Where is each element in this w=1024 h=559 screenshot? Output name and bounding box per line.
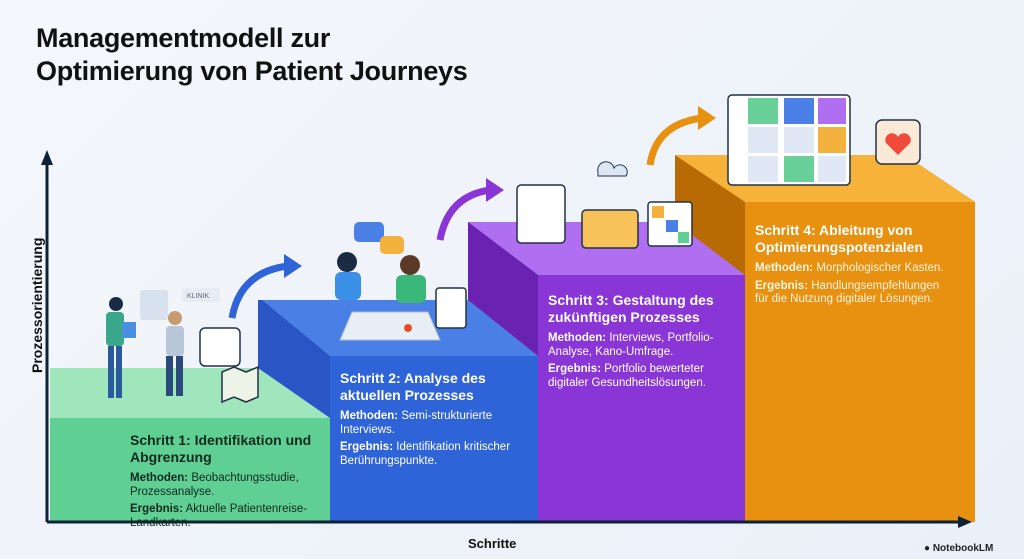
folder-icon	[581, 209, 639, 249]
arrow-step2-to-3	[436, 186, 491, 241]
step-methods: Methoden: Beobachtungsstudie, Prozessana…	[130, 472, 299, 498]
step-title: Schritt 2: Analyse des aktuellen Prozess…	[340, 370, 486, 403]
arrow-step3-to-4	[646, 114, 703, 166]
step-2-card: Schritt 2: Analyse des aktuellen Prozess…	[340, 370, 525, 472]
flowchart-icon	[199, 327, 241, 367]
step-title: Schritt 1: Identifikation und Abgrenzung	[130, 432, 312, 465]
step-result: Ergebnis: Handlungsempfehlungen für die …	[755, 279, 940, 306]
y-axis-label: Prozessorientierung	[29, 237, 45, 373]
step-title: Schritt 4: Ableitung von Optimierungspot…	[755, 222, 924, 255]
page-title: Managementmodell zur Optimierung von Pat…	[36, 22, 468, 88]
step-result: Ergebnis: Portfolio bewerteter digitaler…	[548, 363, 706, 389]
notebooklm-brand: ● NotebookLM	[924, 543, 994, 554]
arrow-step1-to-2	[228, 262, 289, 319]
step4-front-face	[745, 202, 975, 522]
y-axis-arrow	[41, 150, 53, 165]
digital-planning-illustration	[516, 161, 693, 249]
brand-label: NotebookLM	[932, 543, 994, 554]
clinic-sign: KLINIK	[187, 293, 210, 300]
checklist-icon	[516, 184, 566, 244]
map-icon	[221, 365, 259, 404]
step-title: Schritt 3: Gestaltung des zukünftigen Pr…	[548, 292, 714, 325]
title-line-2: Optimierung von Patient Journeys	[36, 56, 468, 86]
step-methods: Methoden: Interviews, Portfolio-Analyse,…	[548, 332, 714, 358]
morphological-box-illustration	[727, 94, 921, 186]
step-3-card: Schritt 3: Gestaltung des zukünftigen Pr…	[548, 292, 733, 394]
title-line-1: Managementmodell zur	[36, 23, 331, 53]
step3-front-face	[538, 275, 745, 522]
step-1-card: Schritt 1: Identifikation und Abgrenzung…	[130, 432, 320, 534]
x-axis-label: Schritte	[468, 536, 517, 551]
step2-front-face	[330, 356, 538, 522]
x-axis-arrow	[958, 516, 972, 528]
step-result: Ergebnis: Identifikation kritischer Berü…	[340, 441, 511, 467]
interview-illustration	[335, 222, 467, 341]
step-methods: Methoden: Morphologischer Kasten.	[755, 262, 944, 274]
step-result: Ergebnis: Aktuelle Patientenreise-Landka…	[130, 503, 308, 529]
step1-front-face	[50, 418, 330, 522]
step-methods: Methoden: Semi-strukturierte Interviews.	[340, 410, 493, 436]
cloud-icon	[597, 161, 628, 177]
report-chart-icon	[435, 287, 467, 329]
people-observing-illustration	[106, 288, 259, 404]
step-4-card: Schritt 4: Ableitung von Optimierungspot…	[755, 222, 955, 311]
